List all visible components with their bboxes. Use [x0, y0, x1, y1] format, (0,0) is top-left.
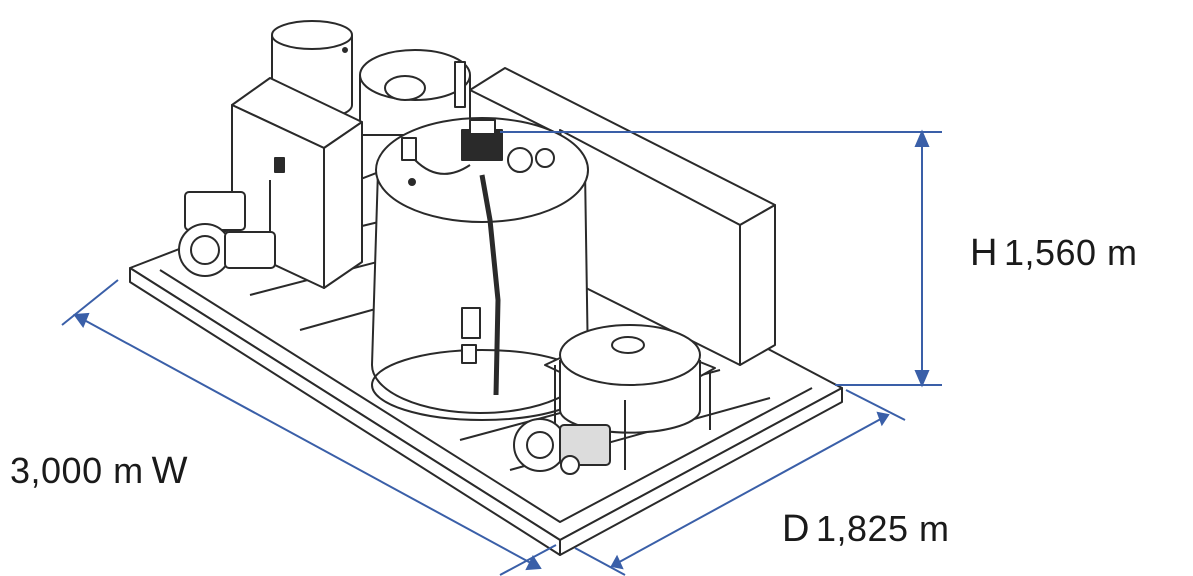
rear-panel-block: [469, 67, 776, 366]
left-pump: [178, 191, 276, 277]
height-dimension-line: [500, 129, 942, 388]
depth-letter: D: [782, 508, 810, 550]
depth-dimension-line: [574, 389, 906, 576]
width-letter: W: [151, 450, 188, 492]
width-dimension-line: [61, 279, 557, 576]
front-small-tank: [544, 324, 716, 470]
main-tank: [371, 117, 593, 421]
front-pump: [513, 418, 611, 475]
width-value: 3,000 m: [10, 450, 144, 491]
height-letter: H: [970, 232, 998, 274]
height-value: 1,560 m: [1003, 232, 1138, 273]
depth-value: 1,825 m: [815, 508, 950, 549]
